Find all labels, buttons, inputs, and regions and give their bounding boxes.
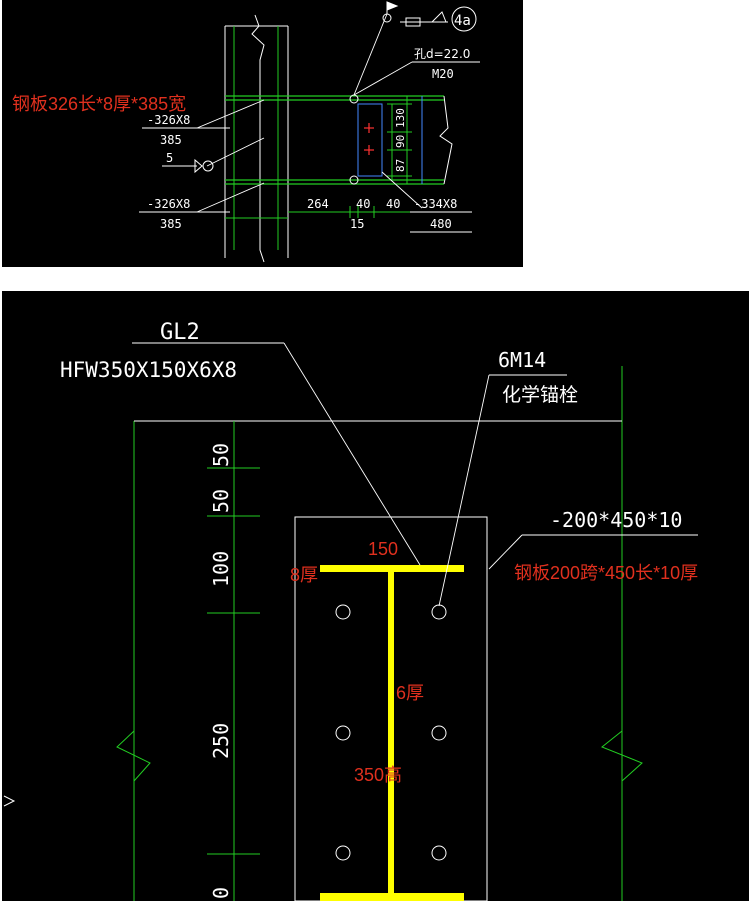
right-plate-label: -334X8 — [414, 197, 457, 211]
anchor-count: 6M14 — [498, 348, 546, 372]
detail-flag-icon — [382, 1, 448, 27]
top-connection-detail: 4a 钢板326长*8厚*385宽 -326X8 385 5 -326X8 38… — [2, 0, 523, 267]
top-detail-drawing: 4a 钢板326长*8厚*385宽 -326X8 385 5 -326X8 38… — [12, 1, 480, 263]
anchor-type: 化学锚栓 — [502, 384, 578, 406]
beam-flanges — [225, 95, 444, 185]
detail-ref-circle — [451, 6, 477, 32]
h-beam-section — [320, 565, 464, 901]
leader-lines — [139, 13, 480, 233]
vertical-dimension-chain — [207, 421, 260, 901]
flange-thickness-annotation: 8厚 — [290, 565, 318, 585]
dim-15: 15 — [350, 217, 364, 231]
detail-ref-text: 4a — [454, 13, 471, 29]
dim-130: 130 — [394, 108, 407, 128]
beam-break-mark — [439, 95, 453, 185]
dim-250: 250 — [209, 723, 233, 759]
top-plate-label: -326X8 — [147, 113, 190, 127]
hole-spec: 孔d=22.0 — [414, 47, 470, 61]
dim-100: 100 — [209, 551, 233, 587]
dim-40b: 40 — [386, 197, 400, 211]
wall-outlines — [116, 366, 643, 901]
flange-width-annotation: 150 — [368, 539, 398, 559]
right-plate-width: 480 — [430, 217, 452, 231]
dim-87: 87 — [394, 159, 407, 172]
top-plate-width: 385 — [160, 133, 182, 147]
web-thickness-annotation: 6厚 — [396, 683, 424, 703]
dim-50b: 50 — [209, 489, 233, 513]
bottom-plate-width: 385 — [160, 217, 182, 231]
vertical-dim-chain — [387, 96, 412, 184]
connection-plate — [357, 96, 423, 184]
dim-264: 264 — [307, 197, 329, 211]
beam-name: GL2 — [160, 320, 200, 345]
plate-annotation: 钢板200跨*450长*10厚 — [514, 563, 698, 583]
bolt-spec: M20 — [432, 67, 454, 81]
flange-hole-bottom — [349, 175, 359, 185]
bottom-baseplate-detail: GL2 HFW350X150X6X8 6M14 化学锚栓 -200*450*10… — [2, 291, 749, 901]
plate-spec: -200*450*10 — [550, 508, 682, 532]
dim-90: 90 — [394, 135, 407, 148]
column-flange-lines — [225, 26, 288, 250]
dim-40a: 40 — [356, 197, 370, 211]
column-outline — [224, 14, 289, 263]
top-plate-annotation: 钢板326长*8厚*385宽 — [12, 94, 186, 114]
left-edge-marker — [3, 795, 16, 807]
beam-height-annotation: 350高 — [354, 765, 402, 785]
leader-lines — [132, 342, 698, 607]
dim-0: 0 — [209, 887, 233, 899]
weld-symbol — [194, 158, 214, 174]
bolt-marks — [364, 123, 374, 155]
bottom-plate-label: -326X8 — [147, 197, 190, 211]
weld-size: 5 — [166, 151, 173, 165]
beam-section: HFW350X150X6X8 — [60, 358, 237, 382]
dim-50a: 50 — [209, 443, 233, 467]
bottom-detail-drawing: GL2 HFW350X150X6X8 6M14 化学锚栓 -200*450*10… — [3, 320, 698, 901]
